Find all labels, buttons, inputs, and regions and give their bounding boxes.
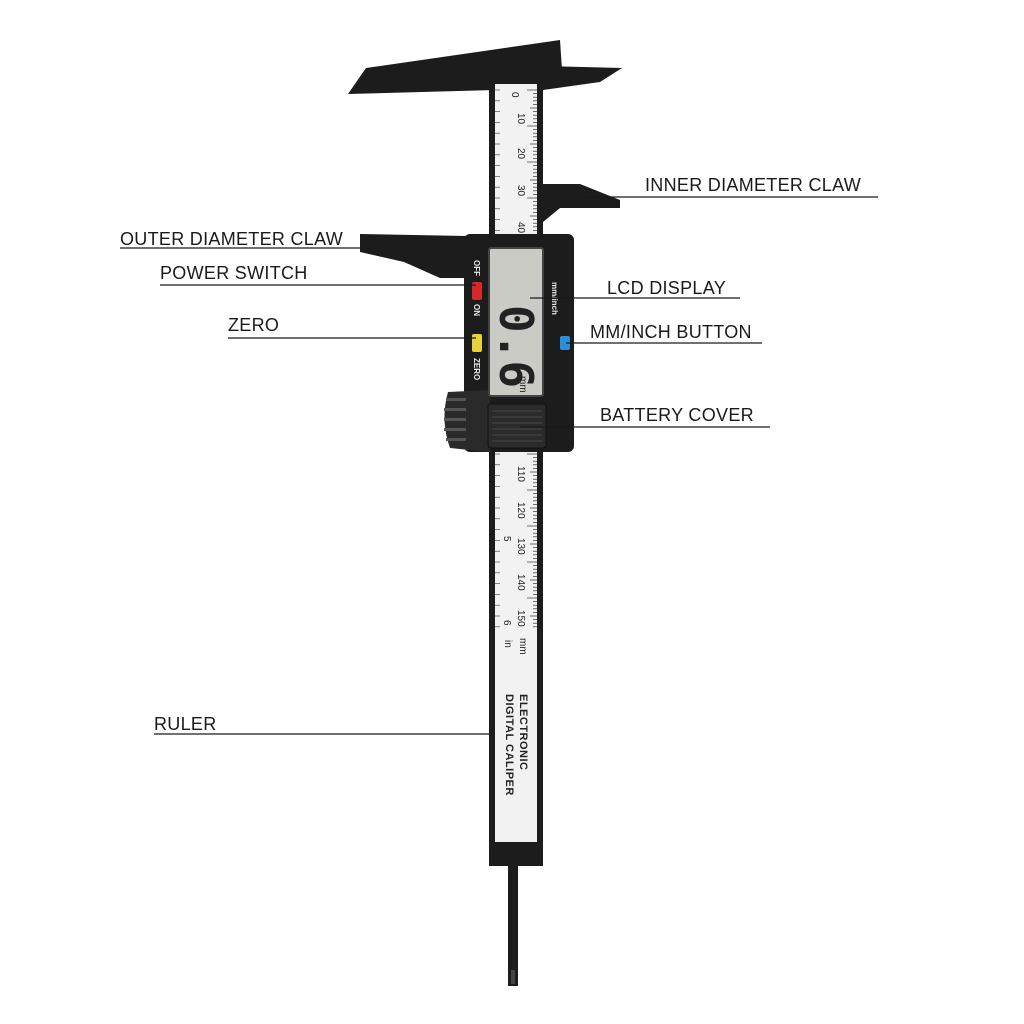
label-inner-diameter-claw: INNER DIAMETER CLAW [645,175,861,195]
label-zero: ZERO [228,315,279,335]
zero-button[interactable] [472,334,482,352]
label-outer-diameter-claw: OUTER DIAMETER CLAW [120,229,343,249]
battery-cover[interactable] [487,403,547,449]
upper-ticks [495,89,537,231]
scale-num-10: 10 [515,113,526,125]
scale-num-110: 110 [515,466,526,482]
callout-lines [120,196,878,735]
ruler-beam [489,60,543,986]
scale-num-130: 130 [515,538,526,555]
switch-off-label: OFF [472,260,481,276]
scale-num-40: 40 [515,222,526,234]
scale-unit-mm: mm [517,638,528,655]
ruler-text-line1: ELECTRONIC [517,694,529,771]
mm-inch-button[interactable] [560,336,570,350]
inch-num-5: 5 [501,536,512,542]
lcd-reading: 0.6 [489,305,543,388]
lcd-display [488,247,544,397]
upper-scale-numbers: 0 10 20 30 40 [509,92,526,234]
scale-num-20: 20 [515,148,526,160]
slider-body: 0.6 mm OFF ON ZERO mm/inch [444,234,574,452]
scale-unit-in: in [502,640,513,648]
ruler-text-line2: DIGITAL CALIPER [503,694,515,796]
zero-label: ZERO [472,358,481,380]
callout-labels: INNER DIAMETER CLAW OUTER DIAMETER CLAW … [120,175,861,734]
scale-num-150: 150 [515,610,526,627]
scale-num-140: 140 [515,574,526,591]
label-lcd-display: LCD DISPLAY [607,278,726,298]
scale-num-30: 30 [515,185,526,197]
lower-ticks [495,453,537,628]
label-power-switch: POWER SWITCH [160,263,308,283]
lcd-unit: mm [517,376,528,393]
label-mm-inch-button: MM/INCH BUTTON [590,322,752,342]
inch-num-6: 6 [501,620,512,626]
switch-on-label: ON [472,304,481,316]
lower-scale-numbers: 110 120 130 140 150 5 6 mm in [501,466,528,655]
scale-num-0: 0 [509,92,520,98]
fixed-inner-jaw [543,66,622,90]
label-ruler: RULER [154,714,217,734]
sliding-inner-jaw [543,184,620,222]
power-switch-button[interactable] [472,282,482,300]
scale-num-120: 120 [515,502,526,519]
sliding-outer-jaw [360,234,466,278]
label-battery-cover: BATTERY COVER [600,405,754,425]
ruler-print: ELECTRONIC DIGITAL CALIPER [503,694,529,796]
fixed-outer-jaw [348,40,562,94]
